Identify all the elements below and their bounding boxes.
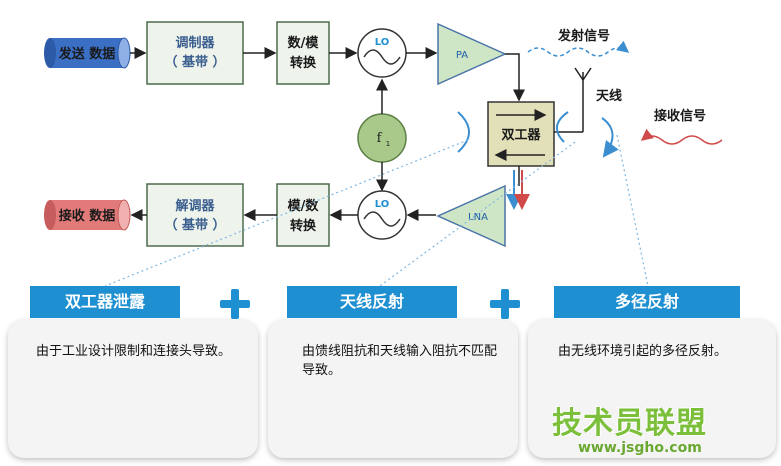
antenna-label: 天线 [596, 88, 622, 104]
dac-label-1: 数/模 [288, 35, 320, 51]
receive-data-label: 接收 数据 [59, 208, 116, 224]
pointer-lines [104, 134, 649, 287]
panel-title-multipath-reflection: 多径反射 [554, 286, 740, 318]
adc-label-1: 模/数 [288, 198, 320, 214]
lna-amplifier: LNA [436, 184, 506, 248]
modulator-box: 调制器 （ 基带 ） [146, 21, 244, 85]
lna-label: LNA [468, 212, 488, 223]
modulator-label-1: 调制器 [175, 35, 215, 51]
plus-icon-1 [220, 289, 250, 319]
panel-body-multipath-reflection: 由无线环境引起的多径反射。 [528, 320, 776, 458]
pa-amplifier: PA [437, 22, 507, 86]
lo-top-label: LO [375, 37, 390, 48]
receive-data-cylinder: 接收 数据 [44, 199, 131, 231]
rx-signal-label: 接收信号 [654, 108, 706, 124]
adc-label-2: 转换 [290, 218, 317, 234]
antenna: 天线 [554, 67, 622, 133]
dac-box: 数/模 转换 [276, 21, 330, 85]
signal-connections [130, 47, 525, 221]
f1-label: f [377, 131, 383, 146]
watermark-url: www.jsgho.com [578, 440, 702, 456]
demodulator-label-2: （ 基带 ） [164, 217, 225, 233]
leakage-arrows [506, 170, 530, 210]
lo-mixer-top: LO [357, 28, 407, 78]
rx-signal-wave: 接收信号 [640, 108, 723, 145]
demodulator-box: 解调器 （ 基带 ） [146, 183, 244, 247]
panel-title-antenna-reflection: 天线反射 [287, 286, 457, 318]
plus-icon-2 [490, 289, 520, 319]
demodulator-label-1: 解调器 [174, 198, 215, 214]
duplexer-box: 双工器 [487, 101, 555, 167]
panel-text-antenna-reflection: 由馈线阻抗和天线输入阻抗不匹配导致。 [302, 344, 498, 378]
lo-mixer-bottom: LO [357, 190, 407, 240]
tx-signal-label: 发射信号 [557, 28, 610, 44]
lo-bottom-label: LO [375, 199, 390, 210]
f1-oscillator: f 1 [357, 113, 407, 163]
watermark-title: 技术员联盟 [552, 406, 707, 441]
panel-title-duplexer-leakage: 双工器泄露 [30, 286, 180, 318]
panel-body-duplexer-leakage: 由于工业设计限制和连接头导致。 [8, 320, 258, 458]
panel-body-antenna-reflection: 由馈线阻抗和天线输入阻抗不匹配导致。 [268, 320, 518, 458]
pa-label: PA [456, 50, 468, 61]
panel-text-duplexer-leakage: 由于工业设计限制和连接头导致。 [36, 344, 232, 359]
send-data-label: 发送 数据 [58, 46, 116, 62]
adc-box: 模/数 转换 [276, 183, 330, 247]
reflection-arcs [457, 111, 619, 158]
dac-label-2: 转换 [290, 55, 317, 71]
tx-signal-wave: 发射信号 [527, 28, 630, 57]
f1-subscript: 1 [386, 140, 390, 148]
send-data-cylinder: 发送 数据 [44, 37, 131, 69]
panel-text-multipath-reflection: 由无线环境引起的多径反射。 [558, 344, 728, 359]
modulator-label-2: （ 基带 ） [164, 54, 225, 70]
duplexer-label: 双工器 [501, 128, 541, 143]
